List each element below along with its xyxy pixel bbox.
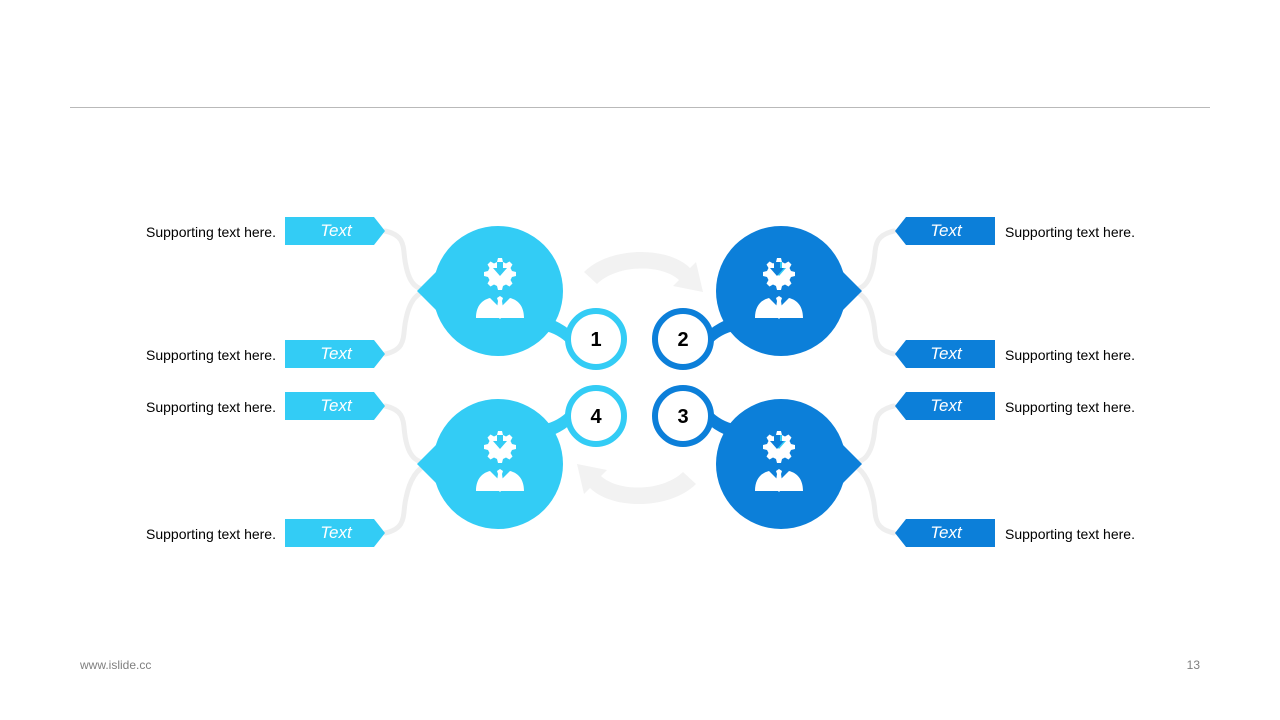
cycle-arrow-top-icon bbox=[584, 251, 703, 292]
step-number-4: 4 bbox=[590, 406, 602, 428]
step-1-bubble bbox=[417, 226, 570, 356]
tag-label-bl-bottom: Text bbox=[320, 523, 352, 542]
tag-tr-top bbox=[895, 217, 995, 245]
tag-label-bl-top: Text bbox=[320, 396, 352, 415]
tag-label-br-top: Text bbox=[930, 396, 962, 415]
tag-bl-top bbox=[285, 392, 385, 420]
supporting-text-tr-top: Supporting text here. bbox=[1005, 224, 1135, 240]
cycle-arrow-bottom-icon bbox=[577, 464, 696, 505]
person-gear-icon bbox=[755, 258, 803, 319]
supporting-text-tl-bottom: Supporting text here. bbox=[146, 347, 276, 363]
step-number-3: 3 bbox=[677, 406, 689, 428]
supporting-text-bl-bottom: Supporting text here. bbox=[146, 526, 276, 542]
tag-bl-bottom bbox=[285, 519, 385, 547]
number-ring-1 bbox=[565, 308, 627, 370]
tag-tr-bottom bbox=[895, 340, 995, 368]
person-gear-icon bbox=[755, 431, 803, 492]
tag-label-tl-top: Text bbox=[320, 221, 352, 240]
step-3-bubble bbox=[709, 399, 862, 529]
tag-label-tr-top: Text bbox=[930, 221, 962, 240]
tag-label-tr-bottom: Text bbox=[930, 344, 962, 363]
tag-tl-top bbox=[285, 217, 385, 245]
tag-label-tl-bottom: Text bbox=[320, 344, 352, 363]
tag-br-top bbox=[895, 392, 995, 420]
supporting-text-br-top: Supporting text here. bbox=[1005, 399, 1135, 415]
number-ring-3 bbox=[652, 385, 714, 447]
supporting-text-bl-top: Supporting text here. bbox=[146, 399, 276, 415]
number-ring-4 bbox=[565, 385, 627, 447]
supporting-text-tl-top: Supporting text here. bbox=[146, 224, 276, 240]
header-divider bbox=[70, 107, 1210, 108]
step-number-1: 1 bbox=[590, 329, 602, 351]
step-2-bubble bbox=[709, 226, 862, 356]
supporting-text-br-bottom: Supporting text here. bbox=[1005, 526, 1135, 542]
tag-tl-bottom bbox=[285, 340, 385, 368]
tag-label-br-bottom: Text bbox=[930, 523, 962, 542]
step-4-bubble bbox=[417, 399, 570, 529]
page-number: 13 bbox=[1186, 658, 1200, 672]
step-number-2: 2 bbox=[677, 329, 689, 351]
tag-br-bottom bbox=[895, 519, 995, 547]
number-ring-2 bbox=[652, 308, 714, 370]
supporting-text-tr-bottom: Supporting text here. bbox=[1005, 347, 1135, 363]
footer-url: www.islide.cc bbox=[80, 658, 152, 672]
